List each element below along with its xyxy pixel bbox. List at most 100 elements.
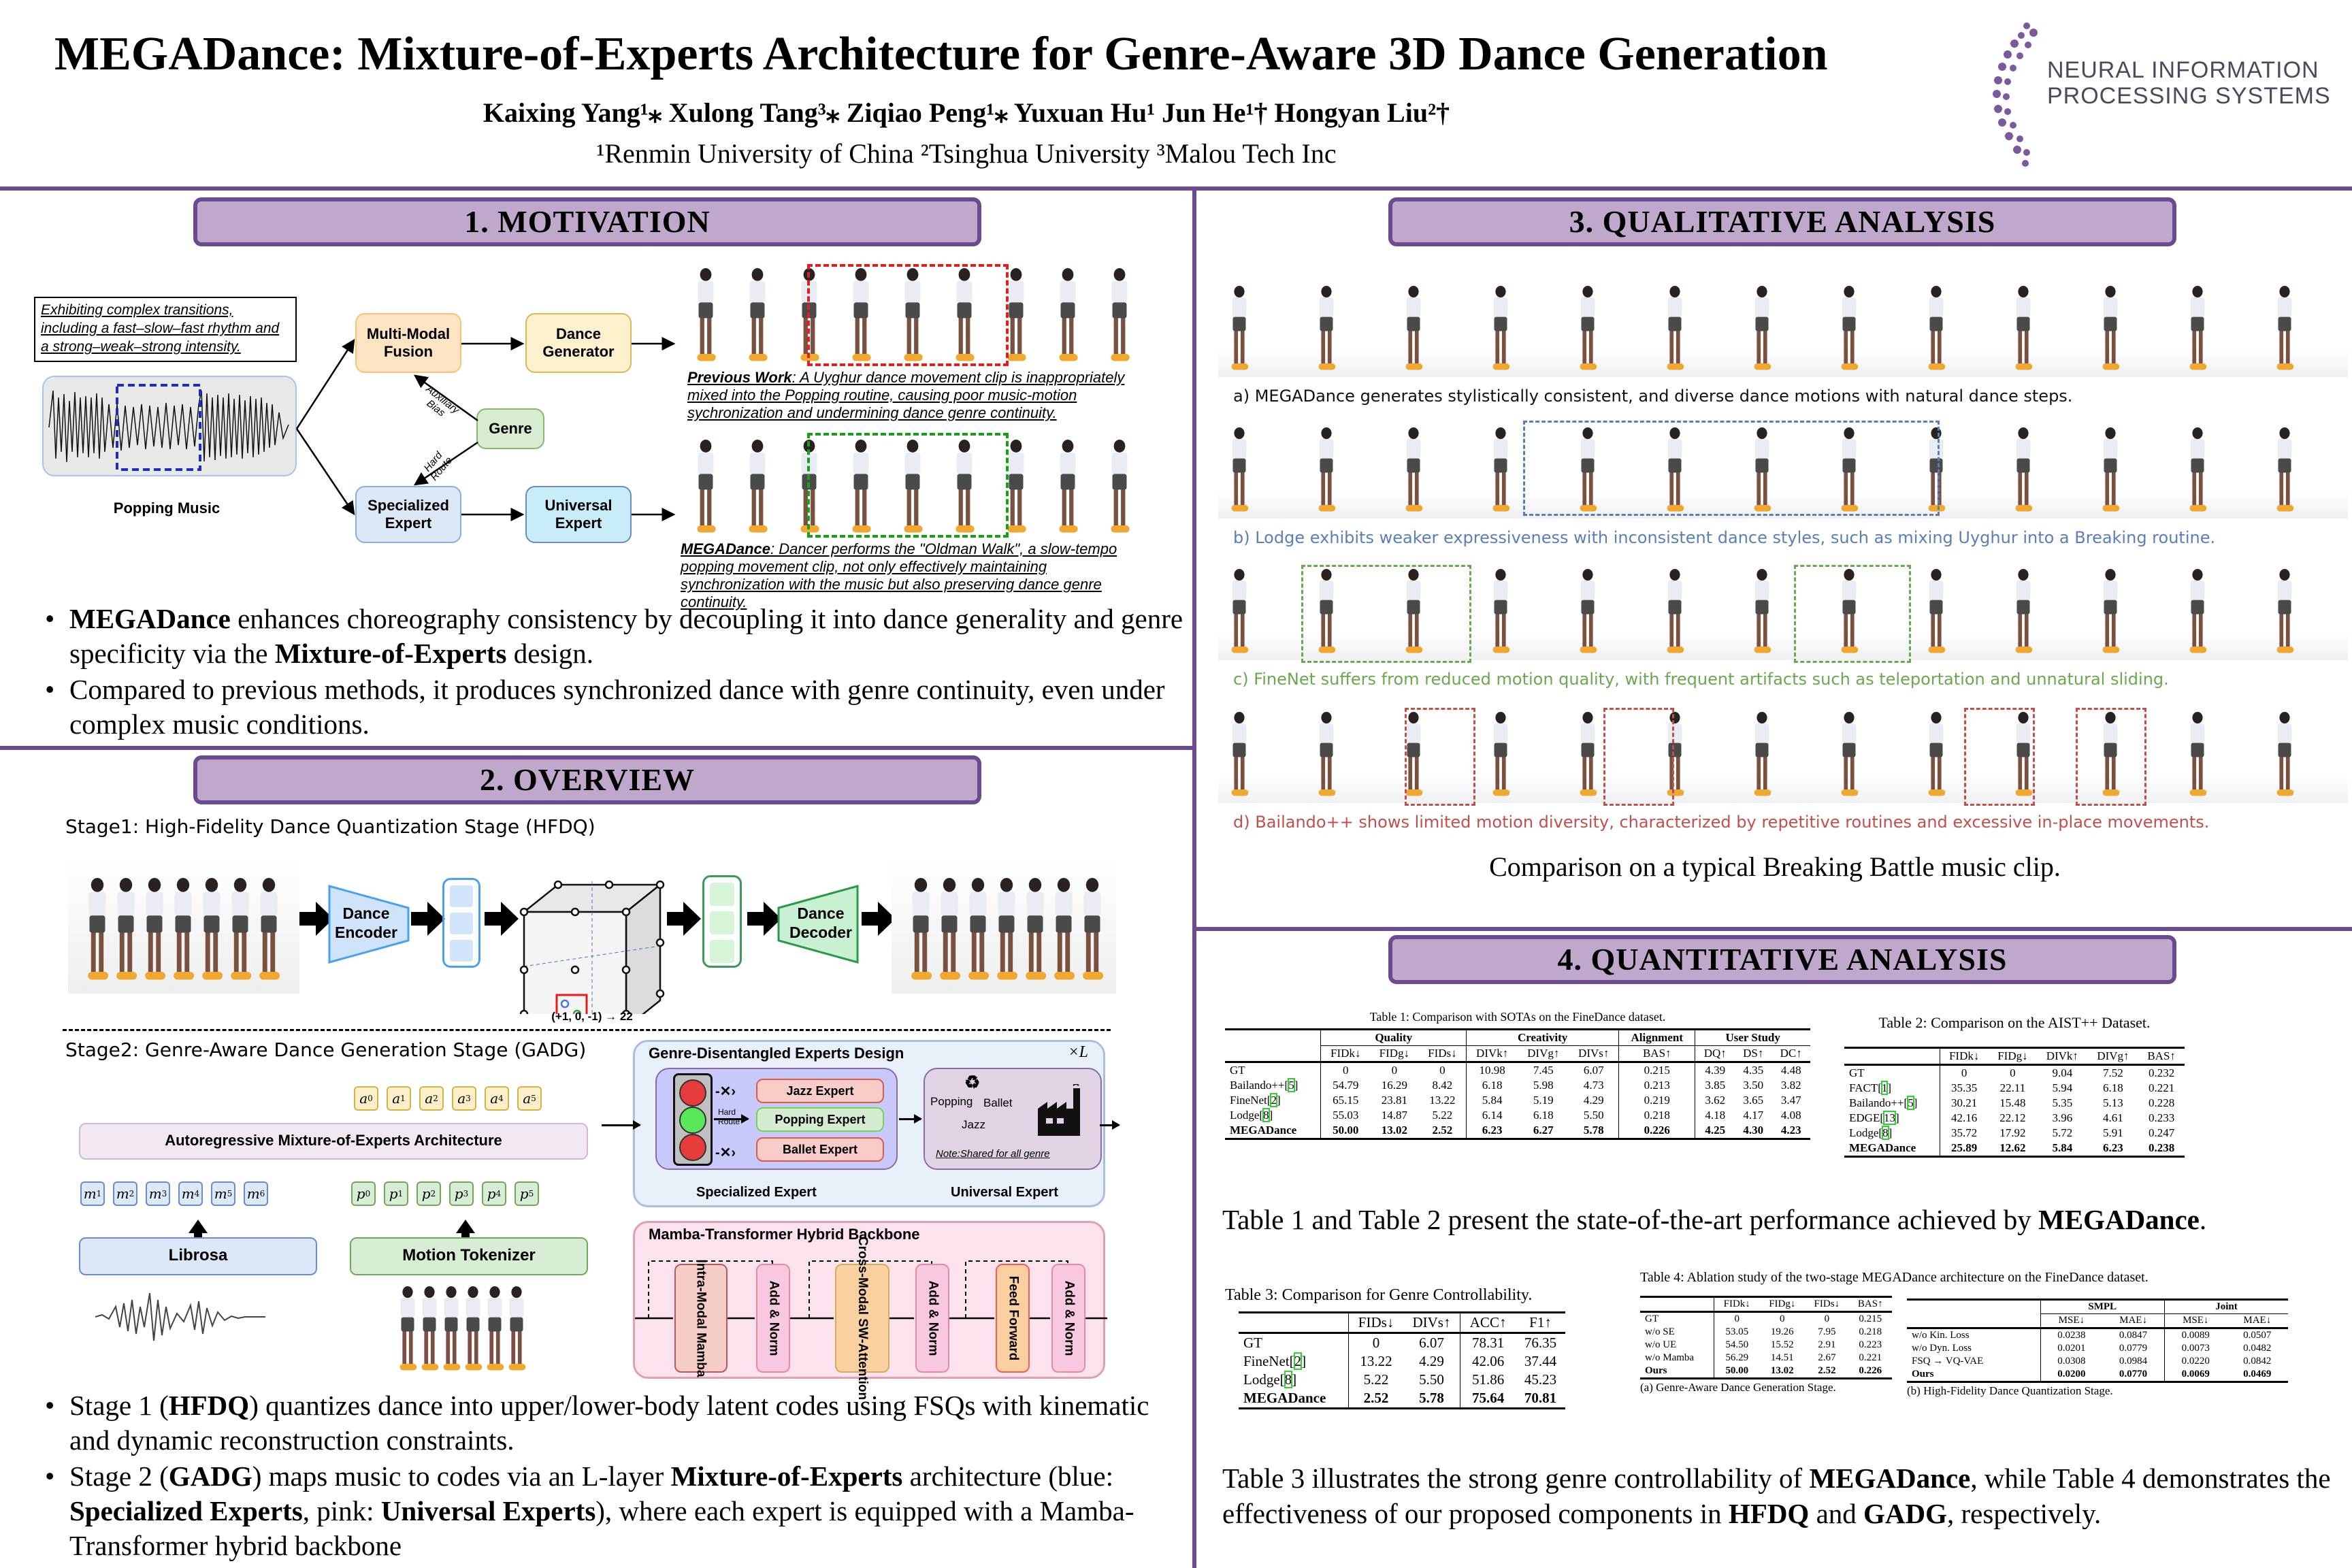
token-index: 6 xyxy=(259,1189,265,1198)
citation-link[interactable]: 2 xyxy=(1293,1352,1303,1370)
table-cell: 3.82 xyxy=(1780,1079,1801,1092)
overview-bullet-2: Stage 2 (GADG) maps music to codes via a… xyxy=(41,1459,1184,1563)
table-cell: 0.223 xyxy=(1859,1339,1882,1350)
tables-3-4-summary: Table 3 illustrates the strong genre con… xyxy=(1222,1460,2338,1531)
up-arrow-icon xyxy=(189,1220,208,1233)
row-label: MEGADance xyxy=(1844,1141,1940,1157)
table-cell: 0.0984 xyxy=(2119,1356,2148,1367)
table-cell: 5.91 xyxy=(2103,1126,2123,1139)
feed-forward-block: Feed Forward xyxy=(996,1264,1030,1373)
megadance-note: MEGADance: Dancer performs the "Oldman W… xyxy=(681,540,1147,611)
factory-icon xyxy=(1038,1084,1080,1136)
table-cell: 0 xyxy=(1824,1313,1830,1324)
fsq-code-label: (+1, 0, -1) → 22 xyxy=(551,1010,633,1023)
dancer-figure xyxy=(1401,712,1426,796)
table-cell: 0.0089 xyxy=(2163,1328,2227,1342)
method-name: Lodge[ xyxy=(1230,1109,1264,1122)
bold-term: MEGADance xyxy=(1809,1463,1971,1494)
citation-link[interactable]: 5 xyxy=(1288,1078,1295,1092)
citation-link[interactable]: 8 xyxy=(1262,1108,1270,1122)
bracket: ] xyxy=(1913,1096,1918,1109)
bullet-text: enhances choreography consistency by dec… xyxy=(69,603,1183,669)
table-cell: 78.31 xyxy=(1460,1333,1516,1352)
node-dance-generator: Dance Generator xyxy=(525,313,632,373)
table-cell: 65.15 xyxy=(1320,1093,1371,1108)
dancer-figure xyxy=(905,878,936,980)
row-label: Lodge[8] xyxy=(1844,1126,1940,1141)
table-2-caption: Table 2: Comparison on the AIST++ Datase… xyxy=(1878,1014,2151,1031)
table-cell: 3.96 xyxy=(2052,1111,2073,1124)
dancer-figure xyxy=(1923,569,1949,653)
bullet-text: architecture (blue: xyxy=(902,1460,1113,1492)
arrow-icon xyxy=(485,902,519,936)
dancer-figure xyxy=(1836,286,1862,370)
table-cell: 75.64 xyxy=(1460,1389,1516,1409)
section-header-quantitative: 4. QUANTITATIVE ANALYSIS xyxy=(1388,935,2176,984)
arrow-icon xyxy=(862,902,896,936)
route-arrow xyxy=(714,1114,749,1124)
empty-header xyxy=(1640,1297,1714,1312)
encoder-label: Dance Encoder xyxy=(334,904,398,941)
column-header: DIVk↑ xyxy=(1466,1045,1518,1062)
autoregressive-moe-bar: Autoregressive Mixture-of-Experts Archit… xyxy=(79,1123,588,1160)
node-specialized-expert: Specialized Expert xyxy=(355,486,461,543)
method-name: Lodge[ xyxy=(1849,1126,1883,1139)
table-cell: 0.218 xyxy=(1859,1326,1882,1337)
token-symbol: p xyxy=(487,1186,496,1202)
dancer-figure xyxy=(1105,440,1134,533)
waveform-icon xyxy=(95,1292,265,1341)
citation-link[interactable]: 8 xyxy=(1284,1371,1293,1388)
dancer-figure xyxy=(1019,878,1051,980)
stage2-label: Stage2: Genre-Aware Dance Generation Sta… xyxy=(65,1039,587,1061)
citation-link[interactable]: 2 xyxy=(1270,1093,1277,1107)
bold-term: Universal Experts xyxy=(380,1495,596,1526)
method-name: FACT[ xyxy=(1849,1081,1882,1094)
bracket: ] xyxy=(1276,1094,1281,1107)
uni-popping-label: Popping xyxy=(930,1095,973,1108)
cross-modal-attention-block: Cross-Modal SW-Attention xyxy=(835,1237,889,1400)
add-norm-block-2: Add & Norm xyxy=(915,1264,949,1373)
row-label: GT xyxy=(1225,1062,1321,1079)
token-index: 3 xyxy=(463,1189,469,1198)
dancer-figure xyxy=(2272,427,2298,512)
bullet-text: Stage 1 ( xyxy=(69,1390,169,1421)
row-label: w/o Kin. Loss xyxy=(1912,1330,1970,1341)
dancer-figure xyxy=(82,878,113,980)
table-cell: 45.23 xyxy=(1524,1371,1557,1388)
dancer-figure xyxy=(2185,286,2210,370)
citation-link[interactable]: 1 xyxy=(1880,1081,1889,1095)
table-cell: 19.26 xyxy=(1770,1326,1794,1337)
table-4a-caption: (a) Genre-Aware Dance Generation Stage. xyxy=(1640,1381,1836,1394)
citation-link[interactable]: 13 xyxy=(1882,1111,1896,1125)
table-cell: 35.35 xyxy=(1939,1081,1989,1096)
token-index: 2 xyxy=(129,1189,135,1198)
dancer-figure xyxy=(950,268,979,361)
arrow-icon xyxy=(747,902,781,936)
row-label: FineNet[2] xyxy=(1239,1352,1349,1371)
bullet-text: ), where each expert is equipped with a … xyxy=(69,1495,1134,1561)
node-universal-expert: Universal Expert xyxy=(525,486,632,543)
row-label: Lodge[8] xyxy=(1239,1371,1349,1389)
column-header: BAS↑ xyxy=(1857,1298,1883,1309)
citation-link[interactable]: 5 xyxy=(1907,1096,1914,1110)
universal-expert-panel: ♻ Popping Ballet Jazz Note:Shared for al… xyxy=(924,1068,1102,1170)
column-header: FIDs↓ xyxy=(1814,1298,1840,1309)
bailando-highlight-2 xyxy=(1603,708,1674,806)
row-label: GT xyxy=(1645,1313,1659,1324)
table-cell: 6.23 xyxy=(1466,1123,1518,1139)
table-cell: 0.0847 xyxy=(2119,1330,2148,1341)
table-cell: 0 xyxy=(1439,1064,1446,1077)
dancer-figure xyxy=(743,440,772,533)
dancer-figure xyxy=(1749,427,1775,512)
music-callout: Exhibiting complex transitions, includin… xyxy=(34,297,297,362)
citation-link[interactable]: 8 xyxy=(1882,1126,1889,1140)
overview-bullet-1: Stage 1 (HFDQ) quantizes dance into uppe… xyxy=(41,1388,1184,1458)
token-index: 2 xyxy=(430,1189,436,1198)
token-symbol: p xyxy=(454,1186,463,1202)
table-cell: 0 xyxy=(1780,1313,1785,1324)
